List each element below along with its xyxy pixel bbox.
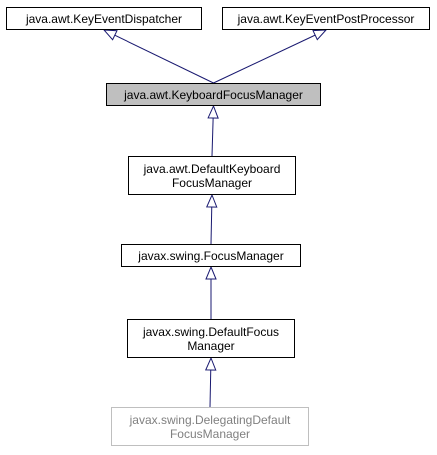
- node-label: java.awt.KeyEventDispatcher: [25, 11, 183, 26]
- arrowhead-dfm-to-fm: [205, 265, 217, 280]
- node-label: java.awt.KeyboardFocusManager: [124, 87, 303, 102]
- node-delegating-default-focus-manager: javax.swing.DelegatingDefault FocusManag…: [111, 407, 309, 446]
- node-label-line-2: FocusManager: [171, 175, 253, 190]
- edge-fm-to-dkfm: [210, 206, 213, 245]
- node-label-line-1: java.awt.DefaultKeyboard: [143, 161, 281, 176]
- edge-dkfm-to-kfm: [211, 117, 214, 157]
- arrowhead-fm-to-dkfm: [205, 193, 218, 208]
- node-key-event-dispatcher[interactable]: java.awt.KeyEventDispatcher: [6, 7, 202, 30]
- node-default-focus-manager[interactable]: javax.swing.DefaultFocus Manager: [127, 319, 295, 358]
- arrowhead-dkfm-to-kfm: [207, 104, 219, 119]
- edge-kfm-to-kepp: [213, 34, 316, 84]
- node-label: javax.swing.FocusManager: [138, 248, 284, 263]
- edge-ddfm-to-dfm: [209, 369, 212, 408]
- arrowhead-kfm-to-kepp: [312, 29, 328, 41]
- node-keyboard-focus-manager: java.awt.KeyboardFocusManager: [106, 83, 321, 106]
- node-label-line-2: Manager: [187, 338, 235, 353]
- edge-kfm-to-ked: [114, 34, 214, 84]
- arrowhead-ddfm-to-dfm: [204, 356, 217, 371]
- node-label: java.awt.KeyEventPostProcessor: [237, 11, 415, 26]
- node-label-line-1: javax.swing.DelegatingDefault: [129, 412, 291, 427]
- node-label-line-2: FocusManager: [169, 426, 251, 441]
- node-key-event-post-processor[interactable]: java.awt.KeyEventPostProcessor: [222, 7, 430, 30]
- node-focus-manager[interactable]: javax.swing.FocusManager: [121, 244, 301, 267]
- arrowhead-kfm-to-ked: [102, 29, 118, 41]
- node-default-keyboard-focus-manager[interactable]: java.awt.DefaultKeyboard FocusManager: [128, 156, 296, 195]
- node-label-line-1: javax.swing.DefaultFocus: [142, 324, 280, 339]
